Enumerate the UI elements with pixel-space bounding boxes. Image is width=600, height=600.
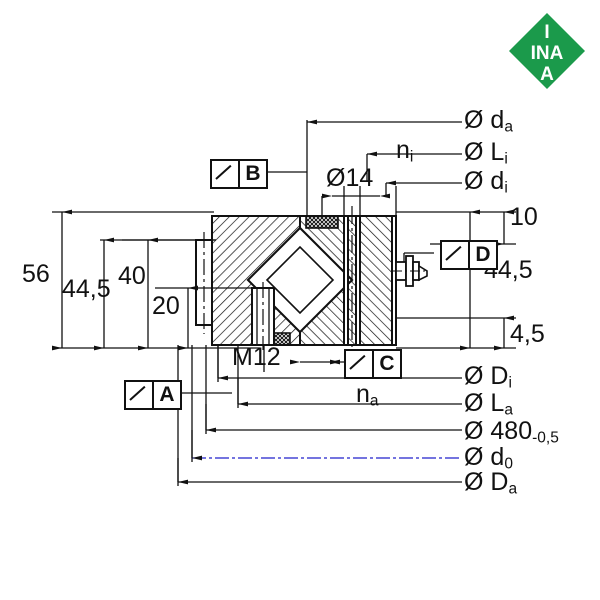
diameter-symbol-icon: Ø (464, 362, 484, 390)
dia-480-tolerance: -0,5 (532, 429, 559, 447)
grease-nipple-detail (392, 255, 428, 287)
flatness-symbol-icon (346, 351, 374, 377)
datum-box-D[interactable]: D (440, 240, 498, 270)
dim-thread-m12-label: M12 (232, 343, 281, 371)
count-ni-label: ni (396, 138, 413, 165)
dia-da-base: d (490, 106, 505, 134)
dia-Da-sub: a (508, 480, 518, 498)
upper-seal-block (305, 215, 339, 229)
diameter-symbol-icon: Ø (464, 106, 484, 134)
dim-40-label: 40 (118, 262, 146, 290)
diameter-symbol-icon: Ø (464, 389, 484, 417)
dia-da-sub: a (504, 118, 513, 136)
roller-element (265, 245, 335, 315)
dim-hole-14-label: Ø14 (326, 166, 373, 191)
dim-4-5-label: 4,5 (510, 320, 545, 348)
bottom-dimension-group (177, 345, 462, 486)
diameter-symbol-icon: Ø (464, 468, 484, 496)
dia-La-sub: a (504, 401, 513, 419)
logo-diamond (509, 13, 585, 89)
datum-letter-A: A (159, 383, 175, 406)
right-dimension-group (396, 209, 516, 351)
count-na-base: n (356, 380, 370, 408)
left-dimension-group (52, 209, 260, 351)
flatness-symbol-icon (212, 161, 240, 187)
dia-480-label: Ø 480-0,5 (464, 419, 559, 446)
datum-letter-C: C (379, 352, 395, 375)
dia-La-label: Ø La (464, 391, 513, 418)
dia-Da-label: Ø Da (464, 470, 517, 497)
dia-Da-base: D (490, 468, 509, 496)
datum-box-A[interactable]: A (124, 380, 182, 410)
logo-letters-middle: INA (531, 43, 564, 64)
outer-bore-second (355, 215, 361, 346)
datum-box-B[interactable]: B (210, 159, 268, 189)
dia-Di-sub: i (508, 374, 512, 392)
datum-box-C[interactable]: C (344, 349, 402, 379)
flatness-symbol-icon (126, 382, 154, 408)
dia-di-base: d (490, 167, 505, 195)
dia-d0-sub: 0 (504, 455, 513, 473)
count-ni-sub: i (409, 148, 414, 166)
dia-La-base: L (490, 389, 505, 417)
diameter-symbol-icon: Ø (464, 417, 484, 445)
diameter-symbol-icon: Ø (326, 164, 346, 192)
dia-Di-label: Ø Di (464, 364, 512, 391)
dia-di-sub: i (504, 179, 508, 197)
dia-Li-sub: i (504, 150, 508, 168)
count-na-sub: a (369, 392, 379, 410)
dia-da-label: Ø da (464, 108, 513, 135)
datum-letter-B: B (245, 162, 261, 185)
diameter-symbol-icon: Ø (464, 138, 484, 166)
flatness-symbol-icon (442, 242, 470, 268)
dia-di-label: Ø di (464, 169, 508, 196)
diameter-symbol-icon: Ø (464, 443, 484, 471)
dim-10-label: 10 (510, 203, 538, 231)
dia-d0-base: d (490, 443, 505, 471)
datum-letter-D: D (475, 243, 491, 266)
dim-44-5-left-label: 44,5 (62, 275, 111, 303)
logo-letter-top: I (544, 22, 549, 43)
dia-480-base: 480 (490, 417, 533, 445)
count-ni-base: n (396, 136, 410, 164)
outer-bore-clear (344, 216, 348, 345)
diameter-symbol-icon: Ø (464, 167, 484, 195)
dia-Di-base: D (490, 362, 509, 390)
dim-56-label: 56 (22, 260, 50, 288)
count-na-label: na (356, 382, 379, 409)
dim-20-label: 20 (152, 292, 180, 320)
ina-logo: I INA A (508, 12, 586, 90)
dia-d0-label: Ø d0 (464, 445, 513, 472)
top-dimension-group (306, 119, 462, 216)
dia-Li-label: Ø Li (464, 140, 508, 167)
bearing-cross-section (195, 206, 428, 356)
dim-hole-14-value: 14 (345, 164, 374, 192)
logo-letter-bottom: A (540, 64, 554, 85)
dia-Li-base: L (490, 138, 505, 166)
